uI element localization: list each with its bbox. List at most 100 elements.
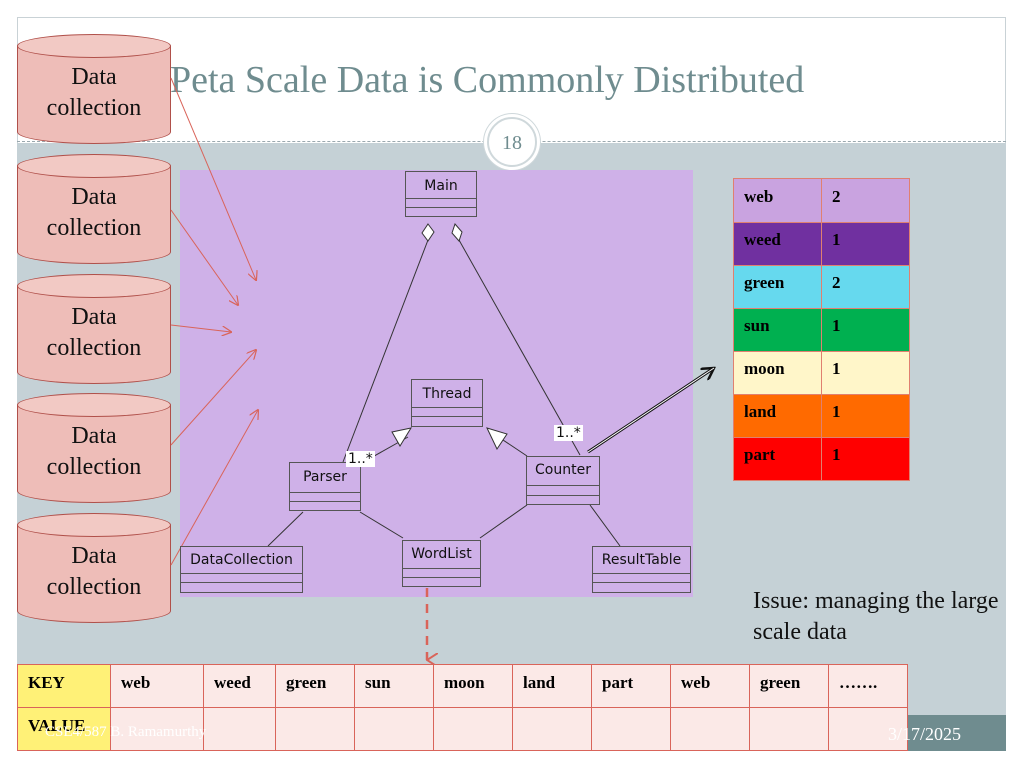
- counter-to-table-arrow-inner: [587, 367, 715, 453]
- uml-class-wordlist-label: WordList: [411, 546, 472, 562]
- multiplicity-parser: 1..*: [346, 451, 375, 467]
- key-cell: weed: [203, 664, 276, 708]
- slide-title: Peta Scale Data is Commonly Distributed: [170, 59, 805, 101]
- count-cell: 2: [821, 265, 910, 309]
- cylinder-arrow-4: [170, 350, 256, 446]
- cylinder-label-line1: Data: [71, 423, 117, 449]
- counter-main-link: [458, 239, 581, 456]
- data-collection-cylinder: Data collection: [17, 154, 171, 264]
- key-cell: sun: [354, 664, 434, 708]
- counter-resulttable-link: [589, 504, 621, 547]
- value-cell: [203, 707, 276, 751]
- count-cell: 2: [821, 178, 910, 223]
- counter-wordlist-link: [479, 504, 528, 539]
- counter-thread-link: [499, 437, 528, 457]
- uml-class-counter-label: Counter: [535, 462, 591, 478]
- value-cell: [749, 707, 829, 751]
- cylinder-label-line1: Data: [71, 184, 117, 210]
- key-cell: moon: [433, 664, 513, 708]
- value-cell: [110, 707, 204, 751]
- uml-class-main-label: Main: [424, 178, 458, 194]
- counter-thread-triangle: [486, 427, 508, 451]
- data-collection-cylinder: Data collection: [17, 513, 171, 623]
- count-cell: 1: [821, 222, 910, 266]
- value-cell: [670, 707, 750, 751]
- key-cell: …….: [828, 664, 908, 708]
- uml-class-thread: Thread: [411, 379, 483, 427]
- uml-class-wordlist: WordList: [402, 540, 481, 587]
- word-cell: green: [733, 265, 822, 309]
- value-cell: [275, 707, 355, 751]
- uml-class-datacollection: DataCollection: [180, 546, 303, 593]
- value-row: VALUE: [17, 707, 908, 751]
- cylinder-label-line2: collection: [46, 215, 142, 241]
- cylinder-label-line2: collection: [46, 95, 142, 121]
- slide-number: 18: [487, 117, 537, 167]
- count-cell: 1: [821, 351, 910, 395]
- word-cell: moon: [733, 351, 822, 395]
- word-cell: land: [733, 394, 822, 438]
- cylinder-label-line2: collection: [46, 335, 142, 361]
- footer-author: CSE4/587 B. Ramamurthy: [45, 724, 207, 740]
- cylinder-label-line1: Data: [71, 64, 117, 90]
- value-cell: [512, 707, 592, 751]
- key-header-cell: KEY: [17, 664, 111, 708]
- parser-main-diamond: [421, 223, 435, 242]
- counter-main-diamond: [451, 223, 463, 242]
- word-cell: web: [733, 178, 822, 223]
- cylinder-arrow-3: [170, 324, 231, 332]
- key-cell: land: [512, 664, 592, 708]
- issue-text: Issue: managing the large scale data: [753, 588, 999, 645]
- multiplicity-counter: 1..*: [554, 425, 583, 441]
- word-cell: weed: [733, 222, 822, 266]
- data-collection-cylinder: Data collection: [17, 274, 171, 384]
- value-cell: [828, 707, 908, 751]
- value-header-cell: VALUE: [17, 707, 111, 751]
- uml-class-thread-label: Thread: [422, 386, 472, 402]
- parser-main-link: [342, 239, 429, 463]
- uml-class-resulttable: ResultTable: [592, 546, 691, 593]
- cylinder-arrow-2: [170, 209, 238, 305]
- key-cell: web: [670, 664, 750, 708]
- key-cell: green: [749, 664, 829, 708]
- uml-class-parser: Parser: [289, 462, 361, 511]
- uml-class-counter: Counter: [526, 456, 600, 505]
- cylinder-label-line2: collection: [46, 454, 142, 480]
- data-collection-cylinder: Data collection: [17, 34, 171, 144]
- key-cell: web: [110, 664, 204, 708]
- uml-class-datacollection-label: DataCollection: [190, 552, 293, 568]
- uml-class-parser-label: Parser: [303, 469, 347, 485]
- count-cell: 1: [821, 437, 910, 481]
- cylinder-arrow-1: [170, 77, 256, 280]
- parser-wordlist-link: [359, 511, 404, 539]
- cylinder-label-line2: collection: [46, 574, 142, 600]
- count-cell: 1: [821, 308, 910, 352]
- value-cell: [354, 707, 434, 751]
- value-cell: [433, 707, 513, 751]
- cylinder-arrow-5: [170, 410, 258, 566]
- uml-class-main: Main: [405, 171, 477, 217]
- word-cell: part: [733, 437, 822, 481]
- cylinder-label-line1: Data: [71, 304, 117, 330]
- parser-thread-triangle: [391, 427, 413, 447]
- key-cell: green: [275, 664, 355, 708]
- footer-date: 3/17/2025: [888, 724, 962, 744]
- uml-class-resulttable-label: ResultTable: [601, 552, 682, 568]
- cylinder-label-line1: Data: [71, 543, 117, 569]
- data-collection-cylinder: Data collection: [17, 393, 171, 503]
- value-cell: [591, 707, 671, 751]
- count-cell: 1: [821, 394, 910, 438]
- parser-datacollection-link: [267, 511, 304, 547]
- word-cell: sun: [733, 308, 822, 352]
